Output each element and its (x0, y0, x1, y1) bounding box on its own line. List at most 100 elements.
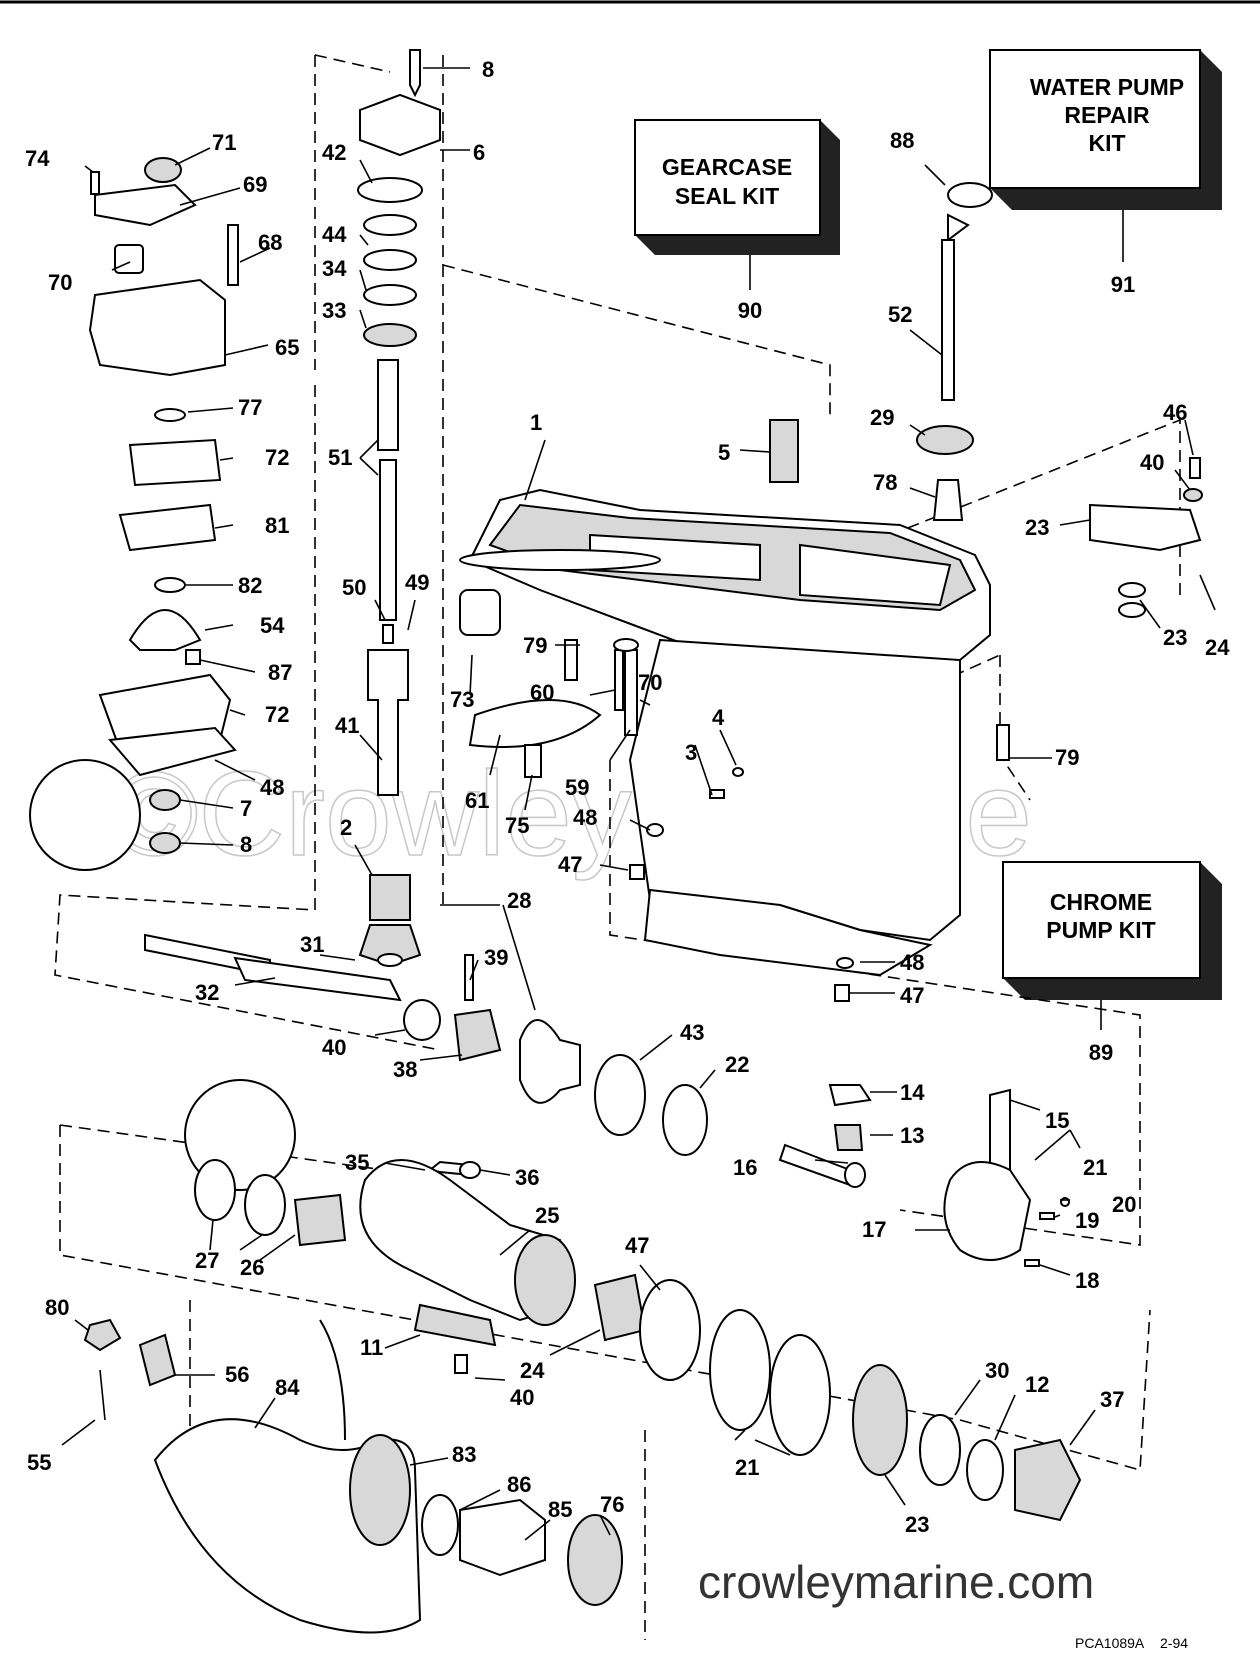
callout-89: 89 (1089, 1040, 1113, 1065)
pin-18[interactable] (1024, 1259, 1040, 1267)
grommet-72[interactable] (144, 157, 182, 183)
washer-4[interactable] (732, 767, 744, 777)
screw-66[interactable] (614, 649, 624, 711)
forward-gear-32-gear[interactable] (519, 1019, 581, 1104)
reverse-gear-41[interactable] (1014, 1438, 1082, 1522)
impeller-82[interactable] (118, 503, 217, 552)
screw-68[interactable] (227, 224, 239, 286)
spacer-88[interactable] (421, 1494, 459, 1556)
washer-12[interactable] (966, 1439, 1004, 1501)
bracket-17[interactable] (943, 1161, 1032, 1261)
seal-31a[interactable] (194, 1159, 236, 1221)
bearing-50[interactable] (594, 1054, 646, 1136)
nut-35[interactable] (377, 953, 403, 967)
anode-5[interactable] (769, 419, 799, 483)
callout-8: 8 (240, 832, 252, 857)
screw-80-left[interactable] (564, 639, 578, 681)
cam-head-16[interactable] (844, 1162, 866, 1188)
seal-60[interactable] (128, 609, 202, 651)
driveshaft-59-lower[interactable] (379, 459, 397, 621)
propshaft-36[interactable] (233, 956, 402, 1002)
liner-69[interactable] (114, 244, 144, 274)
washer-54-upper[interactable] (646, 823, 664, 837)
washer-25a[interactable] (1118, 582, 1146, 598)
screw-3[interactable] (709, 789, 725, 799)
screw-80-right[interactable] (996, 724, 1010, 761)
washer-45[interactable] (1183, 488, 1203, 502)
seal-7[interactable] (149, 789, 181, 811)
cotter-pin-61[interactable] (99, 1369, 106, 1421)
o-ring-49[interactable] (639, 1279, 701, 1381)
bearing-29[interactable] (593, 1273, 647, 1342)
callout-86: 84 (275, 1375, 300, 1400)
screw-9[interactable] (409, 49, 421, 98)
bearing-30[interactable] (293, 1193, 347, 1247)
gearcase-kit-line1: GEARCASE (662, 154, 792, 180)
o-ring-83[interactable] (154, 577, 186, 593)
hub-85[interactable] (349, 1434, 411, 1546)
clutch-dog-42[interactable] (453, 1008, 502, 1062)
seal-31b[interactable] (244, 1174, 286, 1236)
thrust-washer-38[interactable] (363, 284, 417, 306)
pinion-32[interactable] (358, 924, 422, 967)
screw-75[interactable] (90, 171, 100, 195)
washer-54-lower[interactable] (836, 957, 854, 969)
retaining-ring-22a[interactable] (709, 1309, 771, 1431)
screw-19[interactable] (1039, 1212, 1055, 1220)
screw-53-lower[interactable] (834, 984, 850, 1002)
nut-81[interactable] (83, 1318, 122, 1352)
grommet-74[interactable] (459, 589, 501, 636)
chrome-pump-kit-box[interactable]: CHROME PUMP KIT 89 (1002, 861, 1222, 1065)
pump-housing-47[interactable] (367, 649, 409, 796)
o-ring-48[interactable] (357, 177, 423, 203)
washer-51a[interactable] (363, 214, 417, 236)
cradle-14[interactable] (828, 1084, 872, 1107)
bearing-2[interactable] (369, 874, 411, 921)
thrust-washer-62[interactable] (138, 1333, 177, 1387)
gearcase-housing[interactable] (459, 419, 991, 977)
o-ring-78[interactable] (154, 408, 186, 422)
shift-rod-bend[interactable] (947, 213, 970, 242)
shim-23[interactable] (662, 1084, 708, 1156)
driveshaft-59-upper[interactable] (377, 359, 399, 451)
washer-51b[interactable] (363, 249, 417, 271)
bearing-34[interactable] (919, 1414, 961, 1486)
washer-71[interactable] (613, 638, 639, 652)
callout-50: 43 (680, 1020, 704, 1045)
screw-63[interactable] (624, 649, 638, 736)
ring-44[interactable] (403, 999, 441, 1041)
carrier-flange-28[interactable] (514, 1234, 576, 1326)
washer-40[interactable] (459, 1161, 481, 1179)
gasket-55[interactable] (108, 726, 237, 777)
water-pump-repair-kit-box[interactable]: WATER PUMP REPAIR KIT 91 (989, 49, 1222, 297)
bushing-33[interactable] (916, 425, 974, 455)
seal-8[interactable] (149, 832, 181, 854)
retaining-ring-22b[interactable] (769, 1334, 831, 1456)
detent-13[interactable] (833, 1124, 864, 1151)
cup-73a[interactable] (128, 438, 222, 487)
shift-rod-58[interactable] (941, 239, 955, 401)
thrust-bearing-26[interactable] (852, 1364, 908, 1476)
plate-11[interactable] (413, 1303, 497, 1347)
pin-57[interactable] (382, 624, 394, 644)
pin-21[interactable] (1034, 1129, 1071, 1161)
screw-52[interactable] (1189, 457, 1201, 479)
callout-20: 20 (1112, 1192, 1136, 1217)
fitting-76[interactable] (524, 744, 542, 778)
hub-87[interactable] (459, 1498, 546, 1577)
boot-79[interactable] (932, 479, 964, 521)
cover-24[interactable] (1089, 503, 1202, 552)
plate-67[interactable] (468, 699, 602, 748)
bearing-housing-6[interactable] (359, 93, 441, 157)
washer-25b[interactable] (1118, 602, 1146, 618)
screw-53-upper[interactable] (629, 864, 645, 880)
thrust-bearing-37[interactable] (363, 323, 417, 347)
cover-70[interactable] (94, 183, 197, 227)
pump-housing-65[interactable] (88, 278, 226, 377)
screw-46[interactable] (454, 1354, 468, 1374)
pin-43[interactable] (464, 954, 474, 1001)
grommet-92[interactable] (947, 182, 993, 208)
spacer-77[interactable] (567, 1514, 623, 1606)
gearcase-seal-kit-box[interactable]: GEARCASE SEAL KIT 90 (634, 119, 840, 323)
key-84[interactable] (185, 649, 201, 665)
